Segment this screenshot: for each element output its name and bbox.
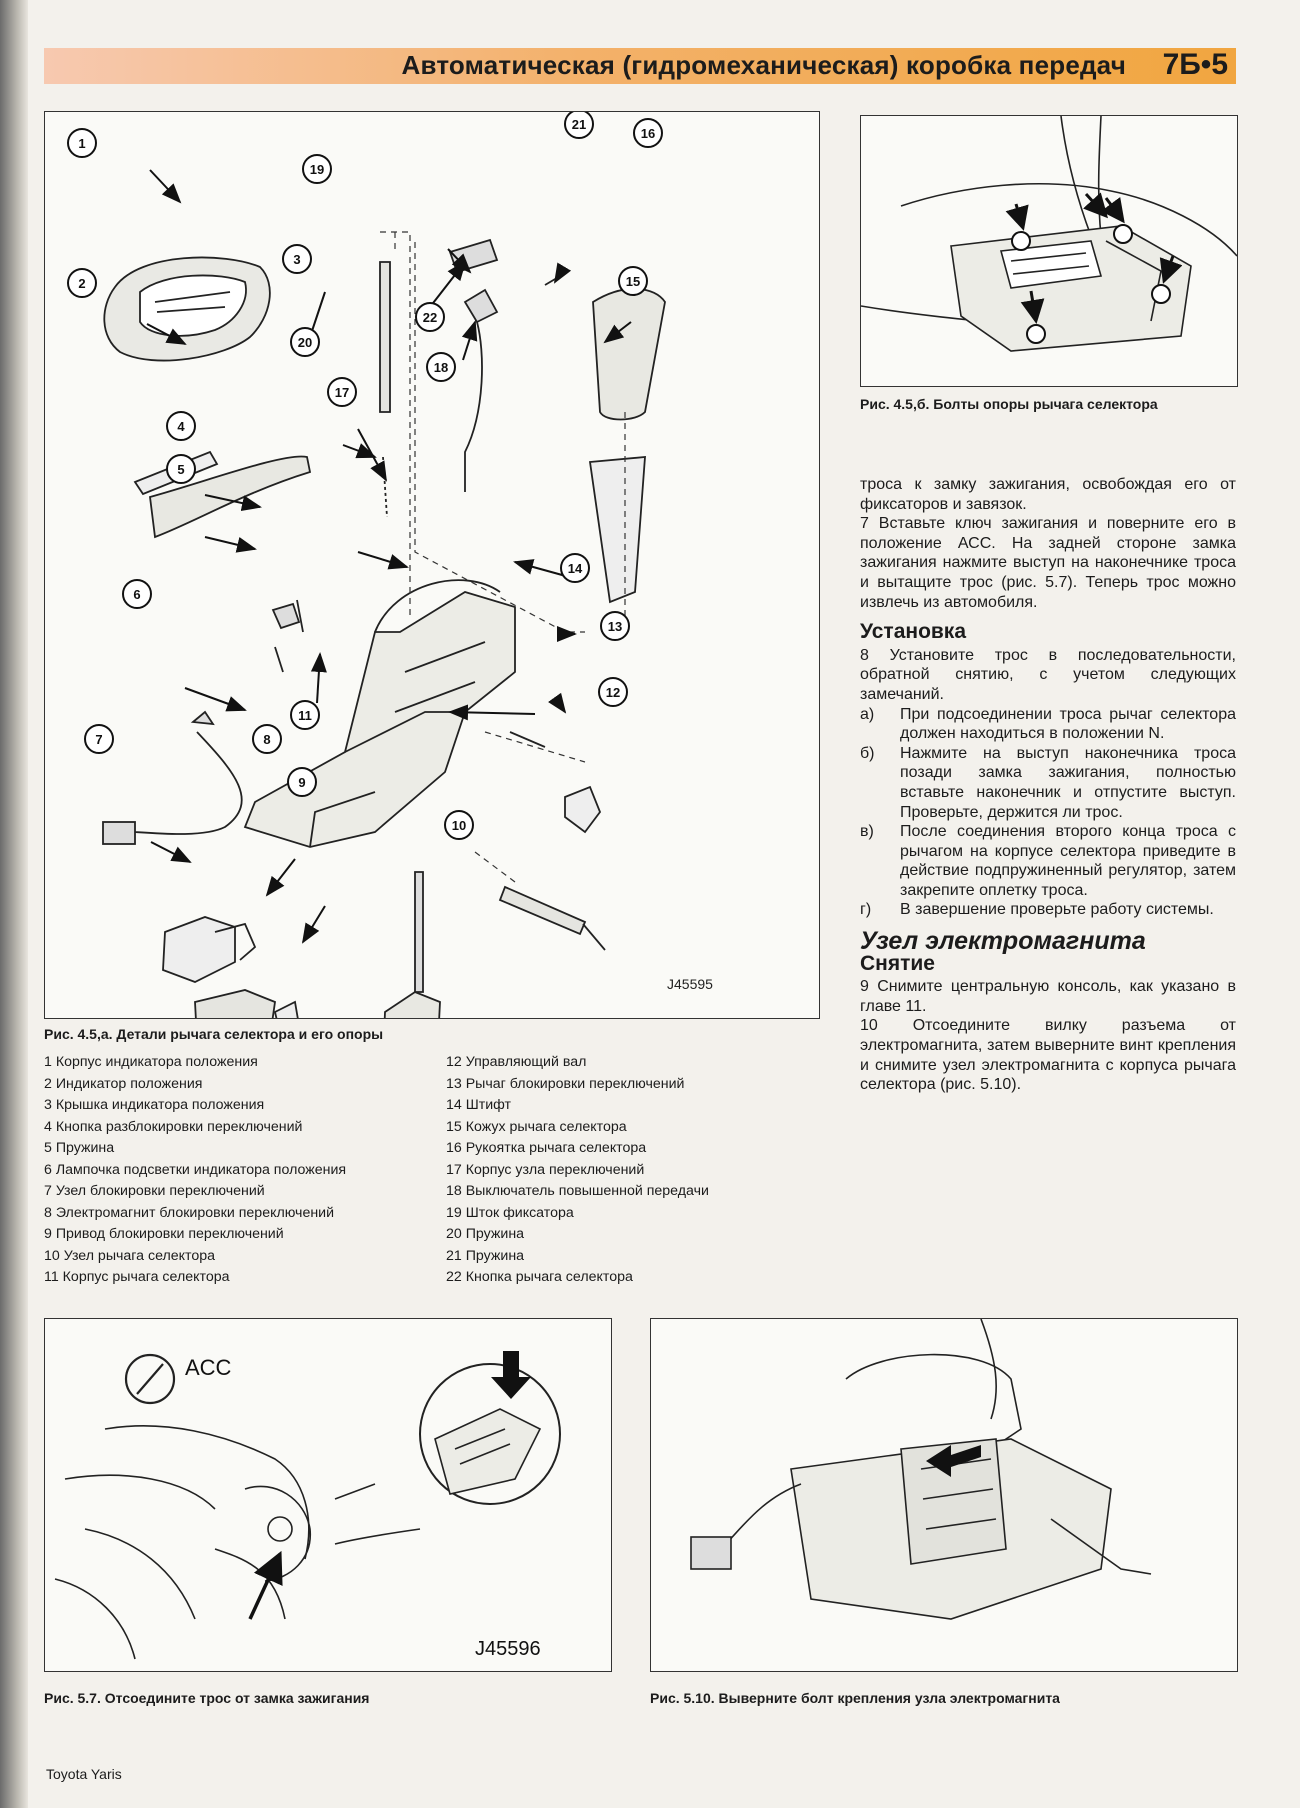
paragraph-9: 9 Снимите центральную консоль, как указа… [860, 978, 1236, 1015]
legend-item: 21 Пружина [446, 1247, 525, 1264]
legend-item: 5 Пружина [44, 1140, 115, 1156]
figure-solenoid-bolt [650, 1318, 1238, 1672]
list-item-label: г) [860, 901, 872, 919]
callout-19: 19 [310, 162, 324, 177]
legend-item: 18 Выключатель повышенной передачи [446, 1183, 709, 1199]
figure-selector-exploded: 1 2 3 4 5 6 7 8 9 10 11 12 13 14 15 16 1… [44, 111, 820, 1019]
list-item-label: а) [860, 705, 875, 723]
legend-item: 20 Пружина [446, 1226, 525, 1242]
list-item-body: При подсоединении троса рычаг селектора … [900, 705, 1236, 743]
callout-11: 11 [298, 708, 312, 723]
legend-item: 2 Индикатор положения [44, 1075, 203, 1092]
legend-item: 22 Кнопка рычага селектора [446, 1269, 633, 1285]
legend-item: 19 Шток фиксатора [446, 1204, 574, 1221]
heading-solenoid-unit: Узел электромагнита [860, 927, 1146, 956]
callout-17: 17 [335, 385, 349, 400]
legend-item: 7 Узел блокировки переключений [44, 1183, 265, 1199]
page-header: Автоматическая (гидромеханическая) короб… [44, 48, 1236, 84]
legend-item: 8 Электромагнит блокировки переключений [44, 1204, 335, 1221]
figure-code-2: J45596 [475, 1638, 541, 1660]
legend-item: 3 Крышка индикатора положения [44, 1097, 265, 1113]
callout-20: 20 [298, 335, 312, 350]
legend-item: 6 Лампочка подсветки индикатора положени… [44, 1161, 347, 1178]
legend-item: 15 Кожух рычага селектора [446, 1118, 627, 1135]
heading-removal: Снятие [860, 951, 935, 975]
legend-item: 14 Штифт [446, 1097, 512, 1113]
legend-item: 17 Корпус узла переключений [446, 1161, 645, 1178]
legend-item: 16 Рукоятка рычага селектора [446, 1140, 647, 1156]
legend-item: 1 Корпус индикатора положения [44, 1054, 258, 1070]
page-footer: Toyota Yaris [46, 1766, 122, 1782]
solenoid-bolt-drawing [690, 1319, 1152, 1620]
callout-8: 8 [263, 732, 270, 747]
figure-bolts-caption: Рис. 4.5,б. Болты опоры рычага селектора [860, 396, 1158, 412]
paragraph-10: 10 Отсоедините вилку разъема от электром… [860, 1017, 1236, 1094]
callout-9: 9 [298, 775, 305, 790]
legend-item: 11 Корпус рычага селектора [44, 1269, 230, 1285]
legend-item: 9 Привод блокировки переключений [44, 1226, 284, 1242]
callout-15: 15 [626, 274, 640, 289]
acc-label: ACC [185, 1355, 232, 1380]
text-column: троса к замку зажигания, освобождая его … [860, 475, 1236, 1095]
mounting-bolts-drawing [861, 116, 1237, 352]
list-item-label: б) [860, 744, 875, 762]
legend-item: 12 Управляющий вал [446, 1054, 587, 1070]
callout-21: 21 [572, 117, 586, 132]
list-item-label: в) [860, 823, 874, 841]
callout-10: 10 [452, 818, 466, 833]
book-spine-shadow [0, 0, 28, 1808]
list-item: а) При подсоединении троса рычаг селекто… [860, 705, 1236, 744]
paragraph-7: 7 Вставьте ключ зажигания и поверните ег… [860, 515, 1236, 611]
figure-code: J45595 [667, 976, 713, 992]
callout-2: 2 [78, 276, 85, 291]
paragraph-continued: троса к замку зажигания, освобождая его … [860, 476, 1236, 513]
exploded-view-drawing: 1 2 3 4 5 6 7 8 9 10 11 12 13 14 15 16 1… [67, 112, 713, 1018]
figure-57-caption: Рис. 5.7. Отсоедините трос от замка зажи… [44, 1690, 370, 1706]
page-number: 7Б•5 [1162, 48, 1228, 81]
callout-7: 7 [95, 732, 102, 747]
callout-12: 12 [606, 685, 620, 700]
legend-left: 1 Корпус индикатора положения 2 Индикато… [44, 1052, 346, 1289]
callout-14: 14 [568, 561, 583, 576]
legend-item: 13 Рычаг блокировки переключений [446, 1075, 685, 1092]
list-item-body: Нажмите на выступ наконечника троса поза… [900, 744, 1236, 821]
callout-13: 13 [608, 619, 622, 634]
paragraph-8: 8 Установите трос в последовательности, … [860, 646, 1236, 703]
callout-16: 16 [641, 126, 655, 141]
figure-ignition-cable: ACC J45596 [44, 1318, 612, 1672]
heading-installation: Установка [860, 620, 966, 644]
header-title: Автоматическая (гидромеханическая) короб… [401, 50, 1126, 80]
legend-item: 4 Кнопка разблокировки переключений [44, 1118, 303, 1135]
figure-mounting-bolts [860, 115, 1238, 387]
list-item: б) Нажмите на выступ наконечника троса п… [860, 744, 1236, 822]
list-item: в) После соединения второго конца троса … [860, 822, 1236, 900]
callout-circles [67, 112, 663, 840]
callout-22: 22 [423, 310, 437, 325]
callout-3: 3 [293, 252, 300, 267]
list-item-body: В завершение проверьте работу системы. [900, 901, 1214, 919]
callout-4: 4 [177, 419, 185, 434]
list-item: г) В завершение проверьте работу системы… [860, 900, 1236, 920]
list-item-body: После соединения второго конца троса с р… [900, 823, 1236, 899]
callout-1: 1 [78, 136, 85, 151]
figure-510-caption: Рис. 5.10. Выверните болт крепления узла… [650, 1690, 1060, 1706]
legend-right: 12 Управляющий вал 13 Рычаг блокировки п… [446, 1052, 709, 1289]
callout-6: 6 [133, 587, 140, 602]
callout-5: 5 [177, 462, 184, 477]
legend-item: 10 Узел рычага селектора [44, 1247, 216, 1264]
callout-18: 18 [434, 360, 448, 375]
ignition-cable-drawing: ACC J45596 [54, 1351, 561, 1660]
figure-main-caption: Рис. 4.5,а. Детали рычага селектора и ег… [44, 1026, 384, 1042]
